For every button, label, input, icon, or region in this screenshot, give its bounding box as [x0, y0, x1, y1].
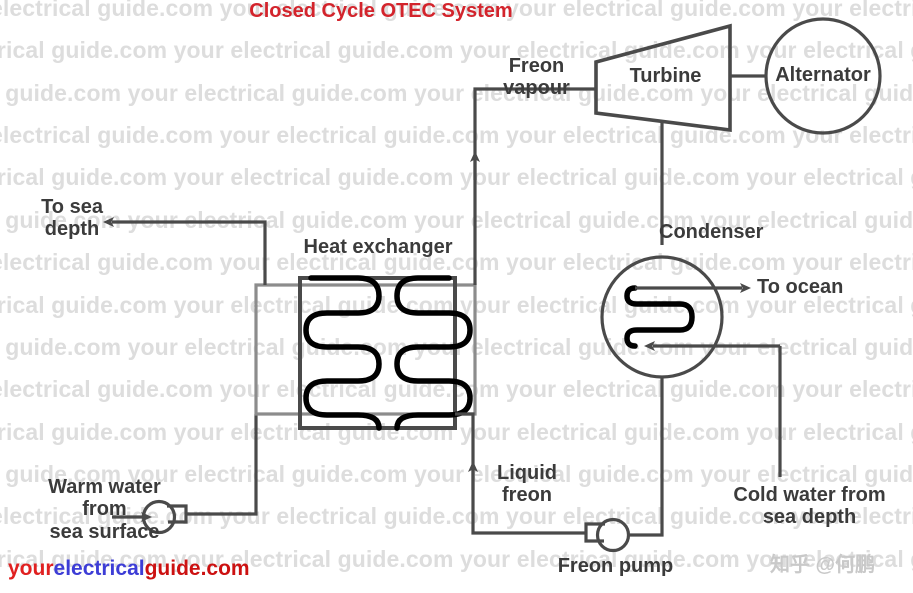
brand-part-electrical: electrical — [53, 557, 145, 580]
label-liquid-freon: Liquid freon — [497, 462, 557, 507]
heat-exchanger-coil — [303, 275, 473, 431]
freon-pump-outlet — [584, 522, 605, 543]
label-freon-vapour: Freon vapour — [503, 55, 570, 100]
alternator-body — [764, 17, 882, 135]
freon-pump-body — [595, 517, 631, 553]
condenser-coil — [624, 285, 695, 349]
label-cold-water: Cold water from sea depth — [733, 484, 886, 529]
condensate-pipe — [630, 377, 664, 537]
label-warm-water: Warm water from sea surface — [48, 476, 161, 543]
liquid-freon-riser — [468, 461, 586, 535]
label-freon-pump: Freon pump — [557, 555, 674, 577]
brand-part-your: your — [8, 557, 54, 580]
label-to-ocean: To ocean — [757, 276, 844, 298]
brand-part-guide: guide.com — [144, 557, 250, 580]
zhihu-watermark: 知乎 @何鹏 — [770, 554, 876, 576]
to-sea-depth-pipe — [103, 217, 267, 285]
site-brand-logo: yourelectricalguide.com — [8, 557, 250, 581]
turbine-body — [594, 23, 732, 133]
warm-water-pump-body — [141, 499, 177, 535]
freon-vapour-to-turbine — [473, 87, 596, 180]
warm-water-pipe-to-hx — [186, 414, 258, 516]
condenser-body — [600, 255, 724, 379]
label-turbine: Turbine — [629, 65, 702, 87]
label-heat-exchanger: Heat exchanger — [303, 236, 453, 258]
page-title: Closed Cycle OTEC System — [249, 0, 513, 22]
liquid-freon-to-hx — [455, 412, 475, 490]
label-to-sea-depth: To sea depth — [41, 196, 103, 241]
label-alternator: Alternator — [775, 64, 871, 86]
label-condenser: Condenser — [659, 221, 764, 243]
